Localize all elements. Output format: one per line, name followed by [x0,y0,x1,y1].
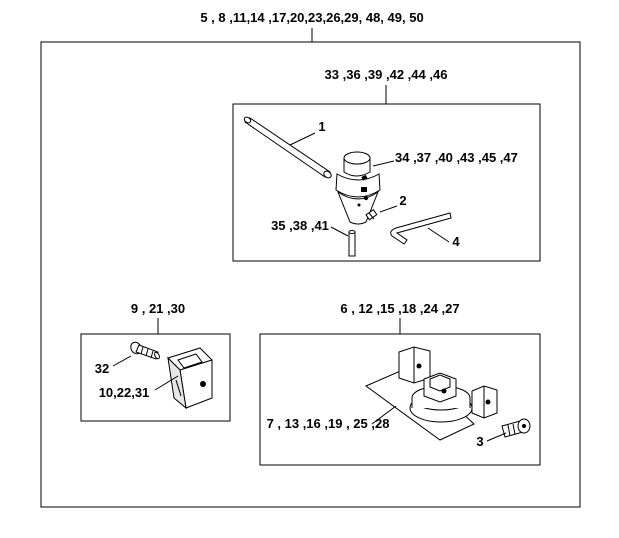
leader-part-35 [330,226,349,237]
label-kit-b: 9 , 21 ,30 [131,301,185,316]
label-part-32: 32 [95,361,109,376]
label-part-10: 10,22,31 [99,385,150,400]
kit-a-box [232,103,541,262]
outer-frame [40,41,581,508]
reference-plane [365,365,475,441]
leader-part-4 [427,227,450,243]
jaw-right [471,385,498,419]
label-part-7: 7 , 13 ,16 ,19 , 25 ,28 [267,416,390,431]
hex-key-part-4 [390,212,452,245]
leader-part-32 [112,355,132,367]
leader-part-2 [379,205,398,213]
label-part-3: 3 [476,434,483,449]
label-part-35: 35 ,38 ,41 [271,218,329,233]
leader-part-1 [289,132,316,146]
leader-part-10 [154,375,179,391]
pin-part-2 [365,208,378,221]
bracket-part-10 [167,347,213,410]
jaw-left [398,346,431,384]
label-kit-c: 6 , 12 ,15 ,18 ,24 ,27 [340,301,459,316]
dowel-part-35 [348,230,356,257]
leader-part-7 [371,405,397,425]
screw-part-3 [501,418,531,438]
jaw-center [423,372,457,403]
label-top-assembly: 5 , 8 ,11,14 ,17,20,23,26,29, 48, 49, 50 [200,10,423,25]
kit-c-box [259,333,541,466]
screw-part-32 [130,341,160,360]
label-kit-a: 33 ,36 ,39 ,42 ,44 ,46 [325,67,448,82]
label-part-2: 2 [399,193,406,208]
rod-part-1 [243,116,332,179]
kit-b-box [80,333,231,422]
label-part-1: 1 [318,119,325,134]
leader-part-34 [372,160,395,167]
label-part-4: 4 [452,234,460,249]
leader-part-3 [486,432,507,442]
label-part-34: 34 ,37 ,40 ,43 ,45 ,47 [395,150,518,165]
die-head-part-34 [335,151,381,225]
